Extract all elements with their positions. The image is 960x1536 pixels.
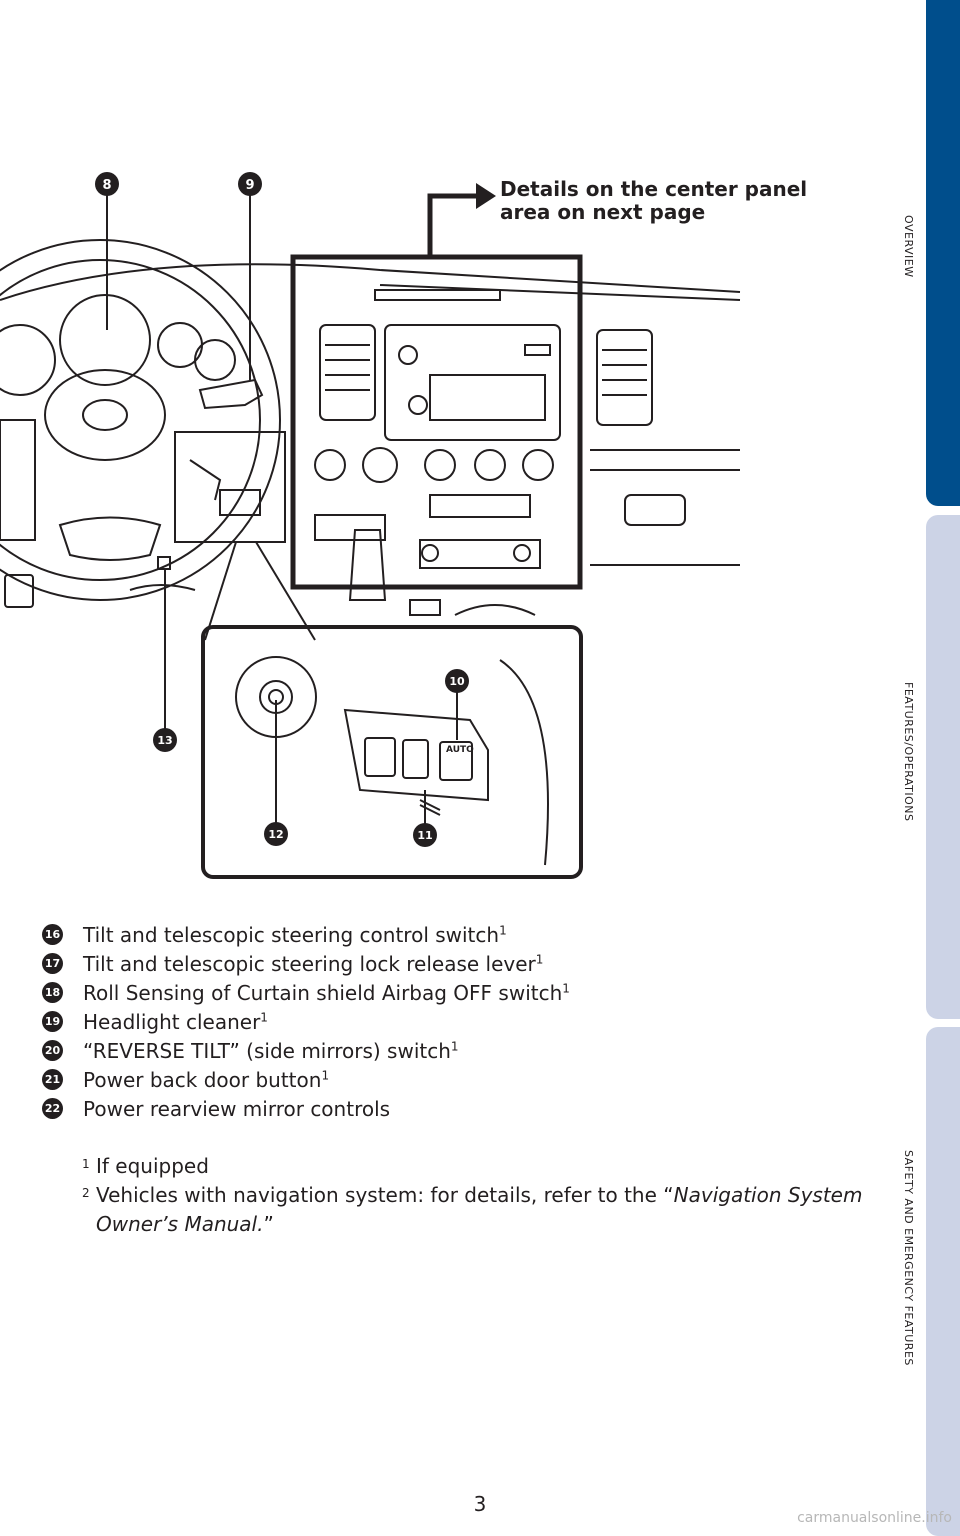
svg-text:11: 11 [417,829,432,842]
legend-item: 22 Power rearview mirror controls [42,1094,862,1123]
marker-13: 13 [153,728,177,752]
number-badge: 20 [42,1040,63,1061]
legend-item: 18 Roll Sensing of Curtain shield Airbag… [42,978,862,1007]
page-number: 3 [473,1492,487,1516]
number-badge: 21 [42,1069,63,1090]
svg-text:12: 12 [268,828,283,841]
watermark: carmanualsonline.info [797,1510,952,1526]
dashboard-illustration: AUTO 8 9 10 11 12 13 [0,172,741,879]
marker-10: 10 [445,669,469,693]
marker-9: 9 [238,172,262,196]
callout-text: Details on the center panel area on next… [500,177,808,224]
legend-list: 16 Tilt and telescopic steering control … [42,920,862,1123]
legend-item: 19 Headlight cleaner1 [42,1007,862,1036]
auto-switch-label: AUTO [446,745,474,755]
number-badge: 17 [42,953,63,974]
tab-label-overview: OVERVIEW [902,215,915,278]
tab-features-operations[interactable] [926,515,960,1019]
number-badge: 22 [42,1098,63,1119]
marker-12: 12 [264,822,288,846]
marker-8: 8 [95,172,119,196]
tab-label-features: FEATURES/OPERATIONS [902,682,915,822]
number-badge: 16 [42,924,63,945]
svg-text:10: 10 [449,675,465,688]
tab-label-safety: SAFETY AND EMERGENCY FEATURES [902,1150,915,1366]
svg-text:9: 9 [245,178,254,193]
number-badge: 19 [42,1011,63,1032]
tab-safety-emergency[interactable] [926,1027,960,1536]
number-badge: 18 [42,982,63,1003]
legend-item: 20 “REVERSE TILT” (side mirrors) switch1 [42,1036,862,1065]
svg-text:8: 8 [102,178,111,193]
tab-overview[interactable] [926,0,960,506]
legend-item: 21 Power back door button1 [42,1065,862,1094]
legend-item: 16 Tilt and telescopic steering control … [42,920,862,949]
legend-item: 17 Tilt and telescopic steering lock rel… [42,949,862,978]
marker-11: 11 [413,823,437,847]
svg-text:13: 13 [157,734,172,747]
